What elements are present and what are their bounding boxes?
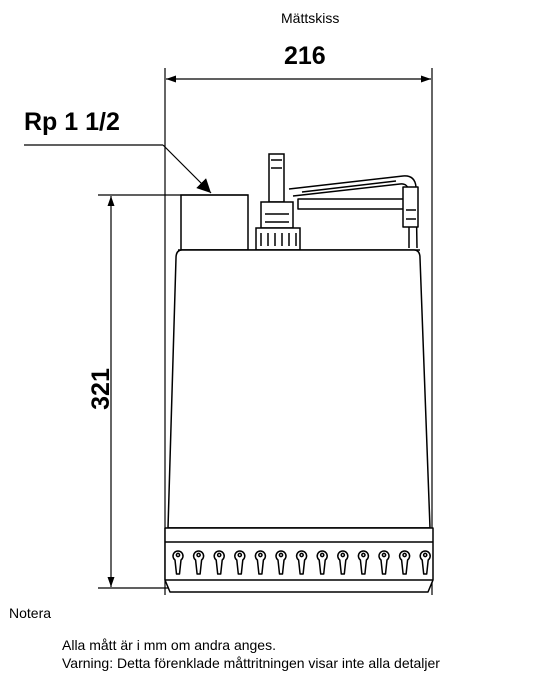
strainer-slot (254, 550, 267, 575)
strainer-slot-hole (258, 552, 263, 558)
strainer-slots (172, 550, 431, 575)
pump-handle (288, 175, 419, 249)
cable-gland-nut (255, 227, 301, 251)
connection-leader (24, 144, 212, 194)
handle-inner (292, 183, 410, 248)
handle-clip-detail (406, 209, 416, 220)
strainer-slot-hole (361, 552, 366, 558)
strainer-slot-hole (402, 552, 407, 558)
note-units: Alla mått är i mm om andra anges. (62, 637, 276, 653)
strainer-slot (192, 550, 205, 575)
width-dimension (164, 68, 433, 595)
connection-label: Rp 1 1/2 (24, 108, 120, 136)
note-warning: Varning: Detta förenklade måttritningen … (62, 655, 440, 671)
strainer-slot (398, 550, 411, 575)
float-switch-cap (271, 159, 282, 169)
outlet-socket-body (180, 194, 249, 251)
cable-gland-nut-detail (260, 233, 297, 246)
cable-gland-detail (265, 213, 289, 223)
strainer-slot-hole (175, 552, 181, 558)
strainer-slot (295, 550, 308, 575)
float-switch-stem (268, 153, 285, 203)
strainer-slot-hole (299, 552, 304, 558)
height-dimension-label: 321 (87, 368, 115, 410)
pump-body (167, 249, 431, 529)
strainer-slot-hole (422, 552, 428, 558)
strainer-slot (357, 550, 370, 575)
strainer-slot (172, 550, 184, 575)
strainer-slot-hole (196, 552, 201, 558)
strainer-slot-hole (340, 552, 346, 558)
strainer-slot-hole (381, 552, 387, 558)
pump-housing (167, 249, 431, 529)
strainer-slot (419, 550, 431, 575)
strainer-slot (378, 550, 390, 575)
strainer-slot (213, 550, 225, 575)
notes-heading: Notera (9, 605, 52, 621)
handle-clip (402, 186, 419, 228)
width-dimension-label: 216 (284, 42, 326, 70)
strainer-slot (337, 550, 349, 575)
cable-gland (260, 201, 294, 229)
outlet-socket (180, 194, 249, 251)
handle-lever (297, 198, 409, 210)
leader-arrow (162, 144, 212, 194)
strainer-slot-hole (237, 552, 243, 558)
handle-grip (301, 180, 397, 193)
strainer (164, 527, 434, 593)
strainer-slot-hole (278, 552, 284, 558)
strainer-slot (234, 550, 246, 575)
drawing-title: Mättskiss (281, 10, 340, 26)
strainer-slot-hole (216, 552, 222, 558)
strainer-slot-hole (319, 552, 325, 558)
strainer-slot (316, 550, 328, 575)
strainer-slot (275, 550, 287, 575)
float-switch (255, 153, 301, 251)
